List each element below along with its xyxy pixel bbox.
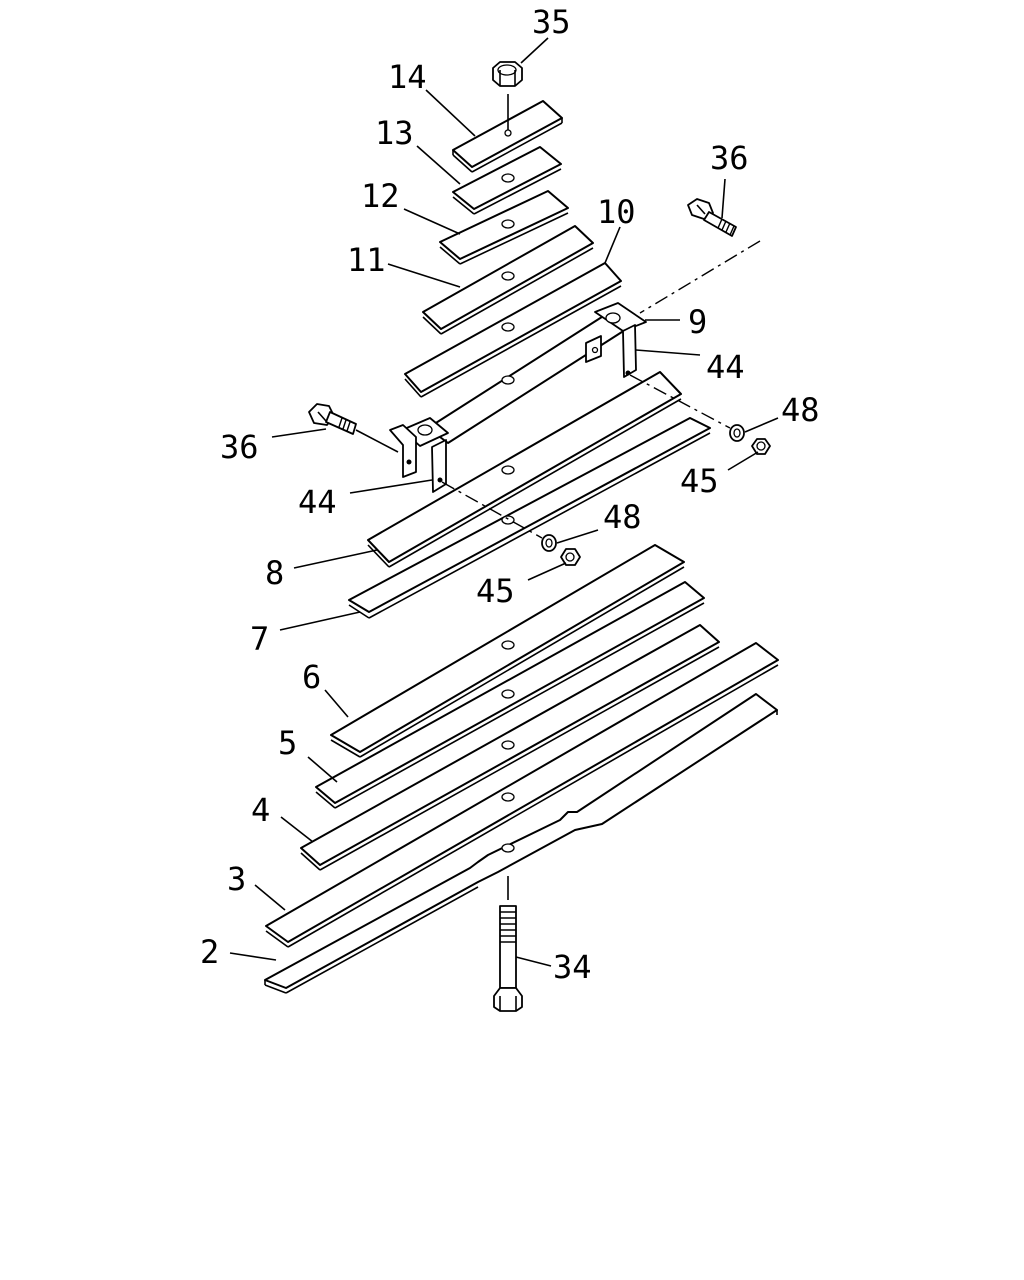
- callout-5: 5: [278, 724, 297, 762]
- leaf-11: [422, 225, 594, 335]
- callout-6: 6: [302, 658, 321, 696]
- callout-36-left: 36: [220, 428, 259, 466]
- nut-45-left: [560, 548, 581, 566]
- leaf-3: [265, 642, 779, 948]
- bolt-34: [493, 876, 523, 1012]
- callout-48-left: 48: [603, 498, 642, 536]
- nut-35: [492, 61, 523, 137]
- callout-45-right: 45: [680, 462, 719, 500]
- nut-45-right: [751, 438, 771, 455]
- callout-4: 4: [251, 791, 270, 829]
- leaf-7: [348, 417, 711, 619]
- bracket-left: [389, 417, 449, 493]
- callout-3: 3: [227, 860, 246, 898]
- leaf-6: [330, 544, 685, 758]
- leaf-2: [264, 693, 778, 994]
- callout-48-right: 48: [781, 391, 820, 429]
- axis-left: [441, 481, 543, 539]
- leaf-4: [300, 624, 720, 871]
- bolt-36-left: [308, 403, 399, 453]
- callout-8: 8: [265, 554, 284, 592]
- callout-36-right: 36: [710, 139, 749, 177]
- callout-9: 9: [688, 303, 707, 341]
- callout-45-left: 45: [476, 572, 515, 610]
- washer-48-right: [729, 424, 745, 442]
- callout-12: 12: [361, 177, 400, 215]
- callout-34: 34: [553, 948, 592, 986]
- bracket-right: [585, 302, 647, 378]
- bolt-36-right: [639, 198, 761, 314]
- callout-13: 13: [375, 114, 414, 152]
- callout-44-right: 44: [706, 348, 745, 386]
- callout-44-left: 44: [298, 483, 337, 521]
- axis-right: [629, 374, 731, 429]
- callout-10: 10: [597, 193, 636, 231]
- callout-14: 14: [388, 58, 427, 96]
- callout-2: 2: [200, 933, 219, 971]
- leader-lines: [229, 37, 779, 967]
- leaf-12: [439, 190, 569, 265]
- washer-48-left: [541, 534, 557, 552]
- leaf-5: [315, 581, 705, 809]
- leaf-10: [404, 262, 622, 398]
- leaf-8: [367, 371, 682, 568]
- callout-35: 35: [532, 3, 571, 41]
- leaf-13: [452, 146, 562, 215]
- callout-7: 7: [250, 620, 269, 658]
- callout-labels: 35 14 13 12 11 10 9 44 36 36 44 48 45 48…: [200, 3, 820, 986]
- callout-11: 11: [347, 241, 386, 279]
